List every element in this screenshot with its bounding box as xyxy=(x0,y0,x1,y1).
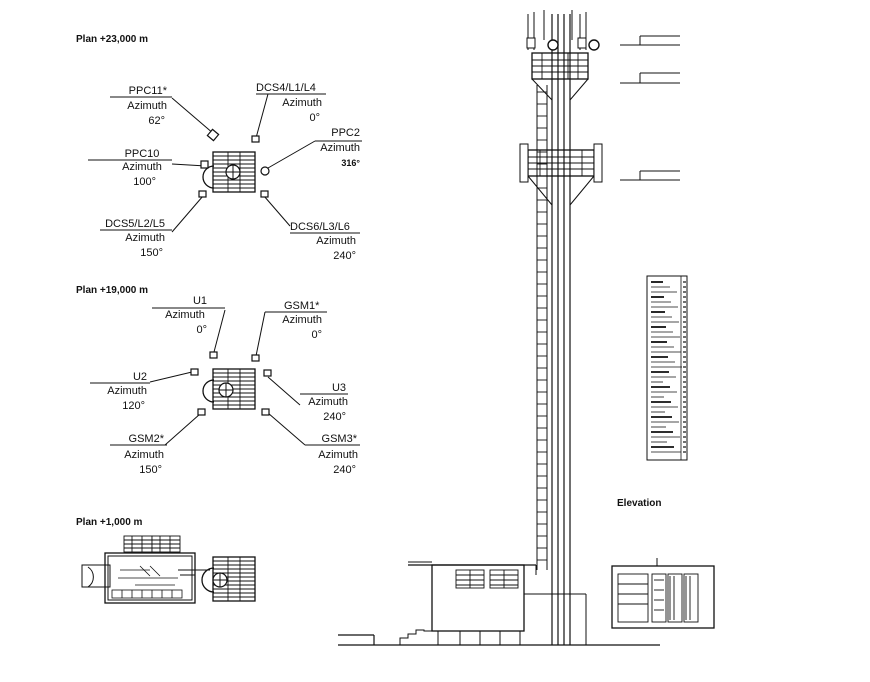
antenna-icon xyxy=(577,37,587,49)
antenna-icon xyxy=(197,408,206,416)
svg-text:Azimuth: Azimuth xyxy=(127,100,167,112)
tower-elevation: Elevation xyxy=(338,10,715,646)
top-platform xyxy=(526,37,600,101)
svg-text:Azimuth: Azimuth xyxy=(125,232,165,244)
svg-text:DCS4/L1/L4: DCS4/L1/L4 xyxy=(256,82,316,94)
svg-text:U3: U3 xyxy=(332,382,346,394)
antenna-icon xyxy=(260,190,269,198)
svg-text:240°: 240° xyxy=(323,411,346,423)
svg-text:GSM1*: GSM1* xyxy=(284,300,320,312)
shelter-elevation xyxy=(399,561,587,645)
antenna-icon xyxy=(209,351,218,359)
tower-base-plan xyxy=(201,556,256,602)
svg-text:120°: 120° xyxy=(122,400,145,412)
svg-text:150°: 150° xyxy=(139,464,162,476)
svg-text:Azimuth: Azimuth xyxy=(165,309,205,321)
svg-text:100°: 100° xyxy=(133,176,156,188)
svg-text:Azimuth: Azimuth xyxy=(122,161,162,173)
antenna-label-u2: U2 Azimuth 120° xyxy=(90,371,150,412)
plan-title: Plan +19,000 m xyxy=(76,285,148,296)
antenna-icon xyxy=(251,354,260,362)
plan-1000: Plan +1,000 m xyxy=(76,517,256,604)
antenna-icon xyxy=(526,37,536,49)
svg-text:GSM2*: GSM2* xyxy=(129,433,165,445)
svg-text:GSM3*: GSM3* xyxy=(322,433,358,445)
svg-text:Azimuth: Azimuth xyxy=(308,396,348,408)
level-markers xyxy=(620,35,680,181)
antenna-icon xyxy=(261,408,270,416)
antenna-icon xyxy=(263,369,272,377)
svg-text:150°: 150° xyxy=(140,247,163,259)
svg-text:PPC11*: PPC11* xyxy=(129,85,168,97)
svg-text:Azimuth: Azimuth xyxy=(282,314,322,326)
shelter-plan xyxy=(81,535,210,604)
antenna-label-ppc10: PPC10 Azimuth 100° xyxy=(88,148,172,188)
svg-text:Azimuth: Azimuth xyxy=(316,235,356,247)
svg-text:240°: 240° xyxy=(333,250,356,262)
svg-text:DCS6/L3/L6: DCS6/L3/L6 xyxy=(290,221,350,233)
svg-text:62°: 62° xyxy=(148,115,165,127)
svg-text:0°: 0° xyxy=(196,324,207,336)
antenna-label-dcs6: DCS6/L3/L6 Azimuth 240° xyxy=(290,221,360,262)
antenna-icon xyxy=(200,160,209,169)
antenna-icon xyxy=(190,368,199,376)
svg-text:0°: 0° xyxy=(311,329,322,341)
platform-19000 xyxy=(202,368,256,410)
plan-23000: Plan +23,000 m xyxy=(76,34,362,262)
antenna-label-gsm3: GSM3* Azimuth 240° xyxy=(305,433,360,476)
svg-text:0°: 0° xyxy=(309,112,320,124)
svg-text:U2: U2 xyxy=(133,371,147,383)
antenna-label-u1: U1 Azimuth 0° xyxy=(152,295,225,336)
svg-text:PPC2: PPC2 xyxy=(331,127,360,139)
plan-title: Plan +23,000 m xyxy=(76,34,148,45)
elevation-title: Elevation xyxy=(617,498,661,509)
antenna-label-dcs5: DCS5/L2/L5 Azimuth 150° xyxy=(100,218,172,259)
svg-text:Azimuth: Azimuth xyxy=(124,449,164,461)
antenna-icon xyxy=(260,166,270,176)
antenna-label-u3: U3 Azimuth 240° xyxy=(300,382,348,423)
svg-text:Azimuth: Azimuth xyxy=(107,385,147,397)
svg-text:Azimuth: Azimuth xyxy=(318,449,358,461)
svg-text:240°: 240° xyxy=(333,464,356,476)
plan-title: Plan +1,000 m xyxy=(76,517,143,528)
legend-table xyxy=(646,275,688,461)
platform-23000 xyxy=(202,151,256,193)
svg-text:Azimuth: Azimuth xyxy=(282,97,322,109)
svg-text:U1: U1 xyxy=(193,295,207,307)
middle-platform xyxy=(519,143,603,206)
antenna-label-gsm1: GSM1* Azimuth 0° xyxy=(265,300,327,341)
antenna-icon xyxy=(198,190,207,198)
dish-icon xyxy=(588,39,600,51)
svg-text:PPC10: PPC10 xyxy=(125,148,160,160)
svg-text:316°: 316° xyxy=(341,158,360,168)
plan-19000: Plan +19,000 m xyxy=(76,285,360,476)
antenna-icon xyxy=(251,135,260,143)
svg-text:DCS5/L2/L5: DCS5/L2/L5 xyxy=(105,218,165,230)
ground-line xyxy=(338,634,660,646)
antenna-label-dcs4: DCS4/L1/L4 Azimuth 0° xyxy=(256,82,326,124)
svg-text:Azimuth: Azimuth xyxy=(320,142,360,154)
dish-icon xyxy=(547,39,559,51)
antenna-label-gsm2: GSM2* Azimuth 150° xyxy=(110,433,167,476)
antenna-icon xyxy=(206,128,220,142)
cabinet-detail xyxy=(611,558,715,629)
antenna-label-ppc11: PPC11* Azimuth 62° xyxy=(110,85,172,127)
antenna-label-ppc2: PPC2 Azimuth 316° xyxy=(315,127,362,168)
